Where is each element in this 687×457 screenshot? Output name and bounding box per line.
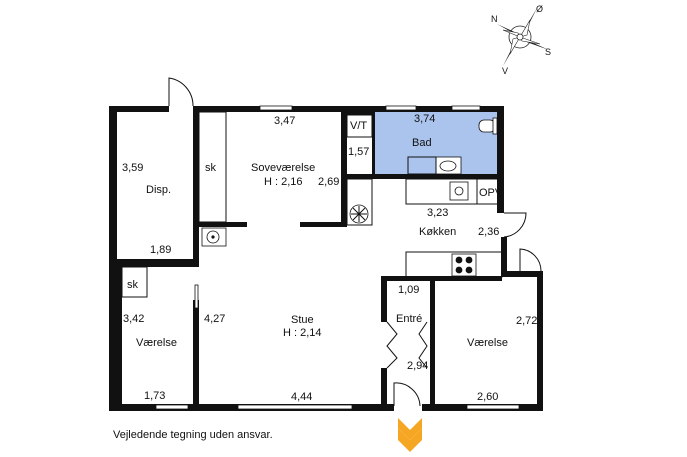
disp-dim-b: 1,89 [150,244,171,256]
stue-height: H : 2,14 [283,327,322,339]
partition [194,284,199,309]
kokken-dim-b: 2,36 [478,226,499,238]
kokken-dim-a: 3,23 [427,207,448,219]
sk-top-name: sk [205,162,217,174]
compass-n-label: N [491,14,498,24]
vaerelse-right-dim-b: 2,60 [477,391,498,403]
sovevaerelse-height: H : 2,16 [264,176,303,188]
entre-dim-a: 1,09 [398,284,419,296]
vaerelse-left-dim-b: 1,73 [144,390,165,402]
stue-dim-a: 4,27 [204,313,225,325]
doors [168,77,542,407]
toilet-icon [478,117,498,135]
disclaimer: Vejledende tegning uden ansvar. [113,429,273,441]
sovevaerelse-name: Soveværelse [251,162,315,174]
compass-s-label: S [545,47,551,57]
vt-box [346,114,373,138]
sovevaerelse-dim-a: 3,47 [274,115,295,127]
stove-icon [451,253,477,277]
vt-name: V/T [350,120,367,132]
stue-dim-b: 4,44 [291,391,312,403]
compass-o-label: Ø [536,4,543,14]
entre-dim-b: 2,94 [407,360,428,372]
opv-box [476,178,503,205]
stue-name: Stue [291,314,314,326]
sovevaerelse-dim-b: 2,69 [318,176,339,188]
compass-icon [497,8,549,66]
vaerelse-right-name: Værelse [467,337,508,349]
disp-name: Disp. [146,184,171,196]
entrance-arrow-icon [398,418,422,452]
compass-v-label: V [502,66,508,76]
closet-left [121,266,148,298]
interior-walls [117,112,503,405]
bad-dim-a: 3,74 [414,113,435,125]
sink-icon [435,156,462,175]
vaerelse-left-dim-a: 3,42 [123,313,144,325]
closet-top [198,111,227,223]
sk-left-name: sk [127,279,139,291]
disp-dim-a: 3,59 [122,162,143,174]
chimney-icon [201,227,227,247]
bad-name: Bad [412,137,432,149]
bad-dim-b: 1,57 [348,146,369,158]
counter-block-left [346,178,373,226]
kokken-name: Køkken [419,226,456,238]
heater-icon [449,181,469,201]
vaerelse-right-dim-a: 2,72 [516,315,537,327]
vaerelse-left-name: Værelse [136,337,177,349]
bath-counter [407,156,437,175]
fan-icon [349,204,369,224]
windows [155,105,520,410]
entre-name: Entré [396,313,422,325]
opv-name: OPV [479,187,503,199]
kitchen-counter-bottom [405,251,503,278]
